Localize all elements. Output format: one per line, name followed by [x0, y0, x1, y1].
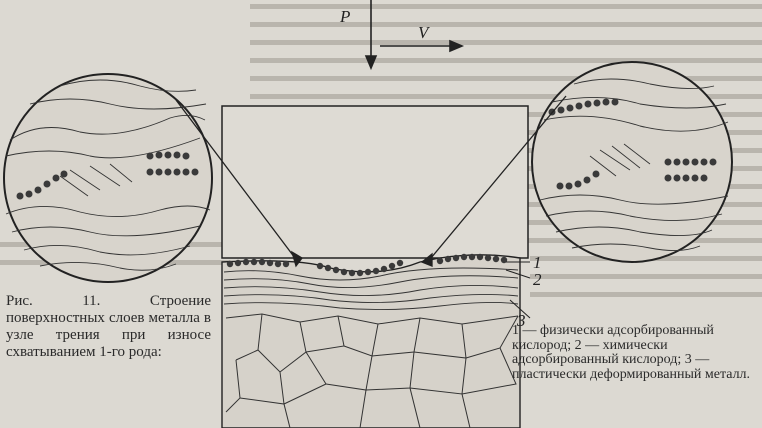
- force-label: P: [339, 7, 350, 26]
- figure-caption: Рис. 11. Строение поверхностных слоев ме…: [6, 293, 211, 361]
- figure-legend: 1 — физически адсорбированный кислород; …: [512, 324, 758, 382]
- force-arrow: [366, 0, 376, 68]
- left-magnifier: [4, 74, 212, 282]
- upper-body: [222, 106, 528, 258]
- layer-label-2: 2: [533, 270, 542, 289]
- right-magnifier: [532, 62, 732, 262]
- lower-body: [222, 255, 520, 428]
